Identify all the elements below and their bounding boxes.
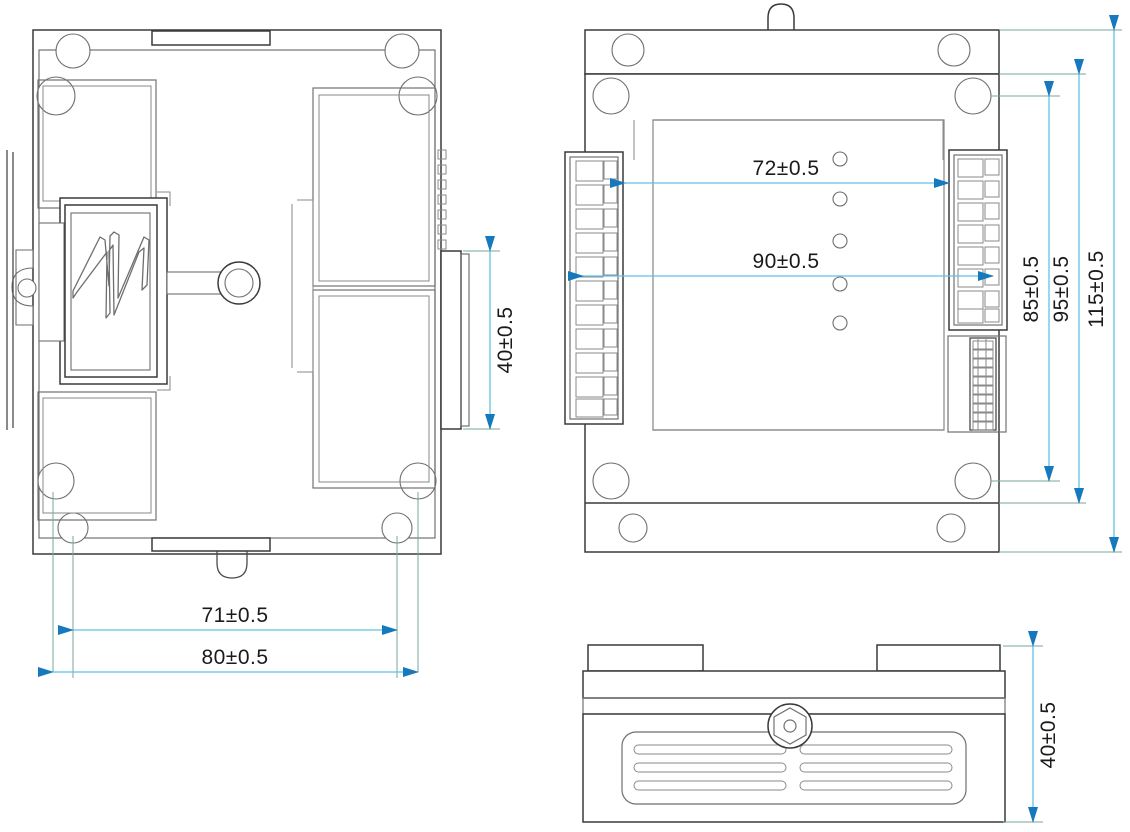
side-view-tab-left: [587, 644, 704, 672]
top-view-hole-lower-right: [954, 462, 992, 500]
front-view-dimensions: 71±0.5 80±0.5 40±0.5: [38, 236, 517, 678]
top-view-upper-flange: [584, 29, 1000, 75]
front-view-right-upper-pocket-inner: [318, 94, 430, 282]
front-view-edge-connector: [440, 250, 462, 430]
status-led-3: [832, 233, 848, 249]
side-view-vent-slots-left: [633, 744, 787, 791]
top-view: [564, 3, 1008, 553]
status-led-1: [832, 151, 848, 167]
top-view-hole-upper-left: [592, 77, 630, 115]
front-view-top-tab: [151, 30, 271, 46]
dimension-label-85: 85±0.5: [1020, 255, 1043, 322]
dimension-label-115: 115±0.5: [1085, 250, 1108, 328]
logo-module-hinge-lug: [11, 249, 34, 326]
front-view-right-pin-header: [437, 149, 447, 250]
dimension-label-80: 80±0.5: [201, 646, 268, 669]
top-view-hole-upper-right: [954, 77, 992, 115]
logo-module-left-slot: [38, 222, 65, 342]
side-view-vent-slots-right: [799, 744, 953, 791]
side-view-dimensions: 40±0.5: [1003, 631, 1060, 823]
front-view-bottom-clip-tab: [216, 550, 248, 579]
status-led-4: [832, 276, 848, 292]
front-view-left-lower-pocket: [37, 391, 157, 521]
dimension-label-95: 95±0.5: [1050, 255, 1073, 322]
side-view-tab-right: [876, 644, 1001, 672]
front-view-right-lower-pocket: [312, 289, 436, 489]
dimension-label-90: 90±0.5: [752, 250, 819, 273]
front-view-shaft: [166, 271, 227, 295]
mounting-hole-top-left: [55, 33, 91, 69]
hex-screw-center-hole: [783, 719, 797, 733]
top-view-flange-hole-tl: [611, 33, 645, 67]
front-view: [6, 29, 470, 579]
top-view-flange-hole-bl: [618, 513, 648, 543]
front-view-bottom-tab: [151, 537, 271, 552]
dimension-label-71: 71±0.5: [201, 604, 268, 627]
top-view-flange-hole-tr: [937, 33, 971, 67]
dimension-label-72: 72±0.5: [752, 157, 819, 180]
front-view-left-lower-pocket-inner: [42, 397, 152, 514]
side-view-upper-band: [582, 670, 1006, 699]
front-view-left-rail: [6, 150, 14, 430]
logo-module-hinge-hole: [17, 278, 37, 298]
right-terminal-block: [948, 149, 1008, 331]
top-view-flange-hole-br: [936, 513, 966, 543]
dimension-label-40-side: 40±0.5: [1037, 701, 1060, 768]
top-view-hole-lower-left: [592, 462, 630, 500]
status-led-2: [832, 191, 848, 207]
lightning-bolt-logo-icon: [72, 231, 150, 319]
status-led-5: [832, 315, 848, 331]
front-view-right-upper-pocket: [312, 87, 436, 287]
side-view: [582, 644, 1006, 823]
right-pin-header: [947, 335, 1007, 433]
top-view-main-body: [584, 73, 1000, 553]
mounting-hole-top-right: [384, 33, 420, 69]
dimension-label-40-front: 40±0.5: [494, 306, 517, 373]
hex-screw-head: [773, 707, 807, 745]
front-view-edge-connector-lip: [460, 253, 470, 427]
left-terminal-block: [564, 151, 624, 425]
front-view-module-notches: [157, 191, 171, 391]
front-view-right-lower-pocket-inner: [318, 295, 430, 483]
hex-screw-outer: [767, 703, 813, 749]
pocket-hole-top-right: [398, 76, 438, 116]
round-port-inner: [224, 268, 254, 298]
front-view-right-pocket-step: [297, 199, 314, 373]
top-view-dimensions: 72±0.5 90±0.5 85±0.5 95±0.5 115±0.5: [568, 15, 1122, 553]
